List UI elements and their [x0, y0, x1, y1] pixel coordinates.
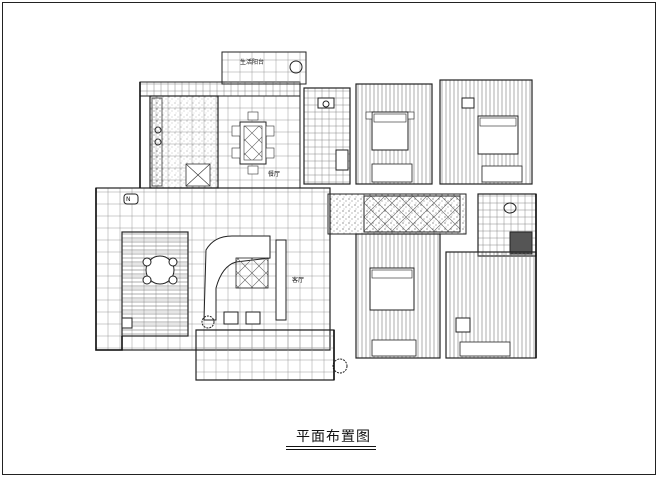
living-room — [95, 187, 331, 351]
svg-text:N: N — [126, 196, 131, 203]
svg-text:生活阳台: 生活阳台 — [240, 58, 264, 66]
balcony-south — [195, 329, 348, 381]
bathroom-1 — [303, 87, 351, 185]
kitchen-dining-zone — [139, 51, 307, 189]
bathroom-2 — [477, 193, 537, 257]
svg-text:客厅: 客厅 — [292, 276, 304, 284]
drawing-frame — [2, 2, 656, 475]
caption-underline-2 — [286, 449, 376, 450]
bedroom-top-right — [439, 79, 533, 185]
svg-text:餐厅: 餐厅 — [268, 170, 280, 178]
caption-underline — [286, 446, 376, 447]
outer-walls — [95, 82, 537, 380]
drawing-caption: 平面布置图 — [296, 429, 371, 445]
room-tags: 生活阳台 餐厅 客厅 N — [126, 58, 304, 284]
corridor — [327, 193, 467, 235]
bedroom-bottom-right — [445, 251, 537, 359]
bedroom-bottom-left — [355, 233, 441, 359]
bedroom-top-left — [355, 83, 433, 185]
